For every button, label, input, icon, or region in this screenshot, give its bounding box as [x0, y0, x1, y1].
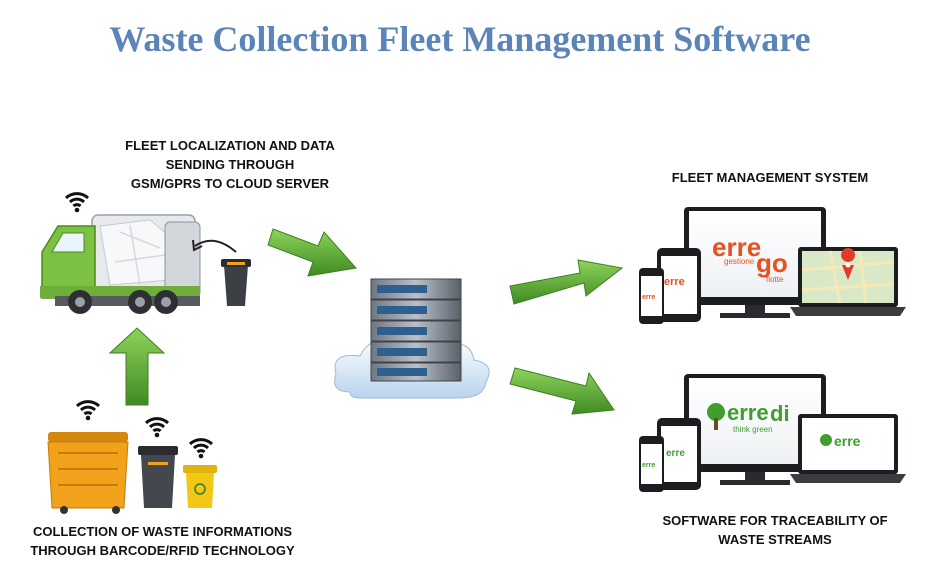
erredi-logo-bottom: di	[770, 401, 790, 426]
fleet-management-devices-icon: erre go gestione flotte erre erre	[639, 207, 906, 324]
errego-logo-sub2: flotte	[766, 275, 784, 284]
wifi-icon	[188, 438, 214, 460]
traceability-devices-icon: erre di think green erre erre erre	[639, 374, 906, 492]
gray-bin-icon	[138, 417, 178, 508]
errego-logo-bottom: go	[756, 248, 788, 278]
arrow-to-fleet-system-icon	[509, 259, 624, 305]
wifi-icon	[75, 400, 101, 422]
caption-waste-collection: COLLECTION OF WASTE INFORMATIONS THROUGH…	[30, 524, 295, 558]
wifi-icon	[144, 417, 170, 439]
erredi-tablet-logo: erre	[666, 448, 685, 459]
erredi-laptop-logo: erre	[834, 433, 861, 449]
erredi-logo: erre di think green	[707, 400, 790, 434]
errego-tablet-logo: erre	[664, 276, 685, 288]
arrow-to-server-icon	[267, 228, 357, 277]
arrow-to-traceability-icon	[509, 367, 615, 415]
arrow-up-icon	[108, 327, 166, 406]
errego-logo-top: erre	[712, 232, 761, 262]
erredi-logo-top: erre	[727, 400, 769, 425]
small-bin-icon	[221, 259, 251, 306]
caption-traceability: SOFTWARE FOR TRACEABILITY OF WASTE STREA…	[662, 513, 888, 547]
erredi-phone-logo: erre	[642, 462, 655, 469]
yellow-bin-icon	[183, 438, 217, 508]
wifi-icon	[64, 192, 90, 214]
page-title: Waste Collection Fleet Management Softwa…	[109, 19, 811, 59]
caption-fleet-management: FLEET MANAGEMENT SYSTEM	[671, 170, 869, 185]
errego-logo: erre go gestione flotte	[712, 232, 788, 284]
errego-logo-sub1: gestione	[724, 257, 755, 266]
container-bin-icon	[47, 400, 129, 514]
cloud-server-icon	[334, 278, 490, 399]
errego-phone-logo: erre	[642, 294, 655, 301]
garbage-truck-icon	[40, 192, 237, 314]
caption-fleet-localization: FLEET LOCALIZATION AND DATA SENDING THRO…	[125, 138, 335, 191]
erredi-logo-sub: think green	[733, 425, 773, 434]
